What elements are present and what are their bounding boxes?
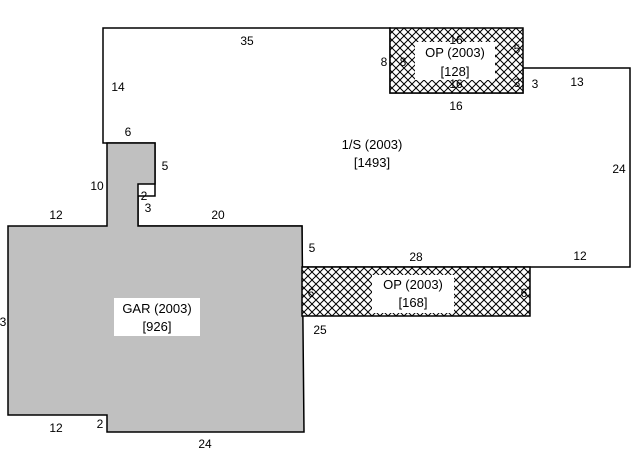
- dim-5a: 5: [162, 159, 169, 173]
- dim-16a: 16: [449, 33, 463, 47]
- porch-bottom-label: OP (2003): [383, 277, 443, 292]
- dim-3d: 3: [514, 76, 521, 90]
- garage-label: GAR (2003): [122, 301, 191, 316]
- dim-16b: 16: [449, 77, 463, 91]
- dim-6b: 6: [308, 286, 315, 300]
- dim-3b: 3: [0, 315, 7, 329]
- dim-12a: 12: [49, 208, 63, 222]
- living-area-label: 1/S (2003): [342, 137, 403, 152]
- garage-label-bg: [114, 298, 200, 336]
- porch-top-sqft: [128]: [441, 64, 470, 79]
- dim-2a: 2: [141, 189, 148, 203]
- dim-6c: 6: [521, 286, 528, 300]
- dim-5b: 5: [309, 241, 316, 255]
- porch-top-label: OP (2003): [425, 45, 485, 60]
- porch-bottom-label-bg: [372, 275, 454, 313]
- dim-10: 10: [90, 179, 104, 193]
- living-area-sqft: [1493]: [354, 155, 390, 170]
- dim-28: 28: [409, 250, 423, 264]
- dim-3a: 3: [145, 201, 152, 215]
- dim-8a: 8: [381, 55, 388, 69]
- dim-8b: 8: [400, 55, 407, 69]
- dim-24a: 24: [198, 437, 212, 451]
- dim-6: 6: [125, 125, 132, 139]
- dim-24b: 24: [612, 162, 626, 176]
- dim-20: 20: [211, 208, 225, 222]
- dim-16c: 16: [449, 99, 463, 113]
- dim-2b: 2: [97, 417, 104, 431]
- porch-bottom-sqft: [168]: [399, 295, 428, 310]
- porch-top-label-bg: [415, 42, 495, 80]
- dim-12c: 12: [573, 249, 587, 263]
- garage-sqft: [926]: [143, 319, 172, 334]
- dim-25: 25: [313, 323, 327, 337]
- dim-14: 14: [111, 80, 125, 94]
- dim-13: 13: [570, 75, 584, 89]
- garage-outline: [7, 142, 305, 433]
- dim-3c: 3: [532, 77, 539, 91]
- dim-5c: 5: [514, 42, 521, 56]
- dim-35: 35: [240, 34, 254, 48]
- dim-12b: 12: [49, 421, 63, 435]
